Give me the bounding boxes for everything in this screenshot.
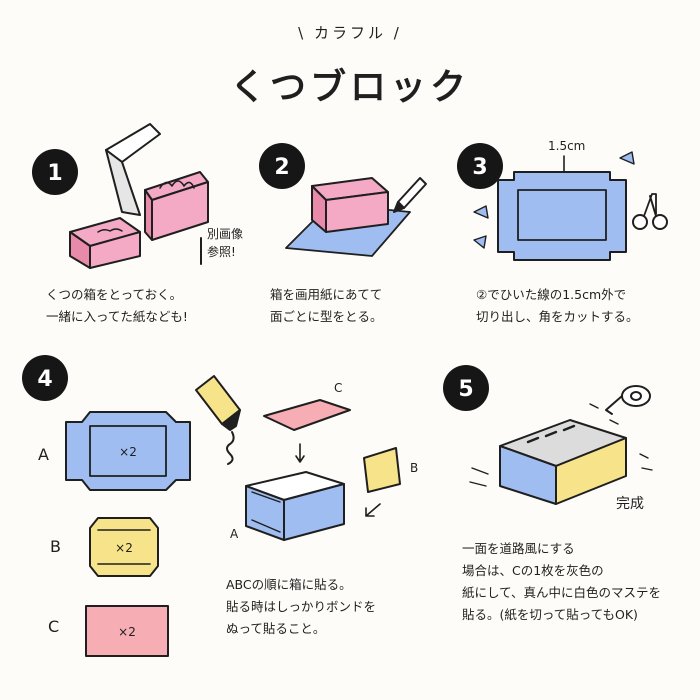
cut-template xyxy=(497,171,627,261)
svg-text:×2: ×2 xyxy=(118,625,136,639)
piece-b-floating xyxy=(363,447,401,493)
finished-block xyxy=(499,419,627,505)
pink-box xyxy=(311,177,389,233)
step-3-badge: 3 xyxy=(457,143,503,189)
step-3-caption-line-1: ②でひいた線の1.5cm外で xyxy=(476,287,627,302)
step-1-note-line-1: 別画像 xyxy=(207,227,243,241)
step-3-caption-line-2: 切り出し、角をカットする。 xyxy=(476,309,639,324)
done-label: 完成 xyxy=(616,496,644,512)
label-a: A xyxy=(38,445,49,464)
label-b: B xyxy=(50,537,61,556)
step-1-badge: 1 xyxy=(32,149,78,195)
step-4-caption: ABCの順に箱に貼る。 貼る時はしっかりボンドを ぬって貼ること。 xyxy=(226,574,376,640)
step-5-caption: 一面を道路風にする 場合は、Cの1枚を灰色の 紙にして、真ん中に白色のマステを … xyxy=(462,538,661,626)
piece-c: ×2 xyxy=(85,605,169,657)
label-c: C xyxy=(48,617,59,636)
svg-text:3: 3 xyxy=(472,155,487,180)
label-a-box: A xyxy=(230,527,239,541)
step-1-caption: くつの箱をとっておく。 一緒に入ってた紙なども! xyxy=(46,284,188,328)
masking-tape-icon xyxy=(605,385,651,415)
step-5-caption-line-3: 紙にして、真ん中に白色のマステを xyxy=(462,585,662,600)
step-2-illustration: 2 xyxy=(259,143,427,257)
step-3-illustration: 3 1.5cm xyxy=(457,139,668,261)
piece-b: ×2 xyxy=(89,517,159,577)
step-5-caption-line-2: 場合は、Cの1枚を灰色の xyxy=(462,563,604,578)
glue-bottle-icon xyxy=(195,375,241,465)
step-2-caption-line-2: 面ごとに型をとる。 xyxy=(270,309,383,324)
svg-text:×2: ×2 xyxy=(115,541,133,555)
step-4-caption-line-3: ぬって貼ること。 xyxy=(226,621,326,636)
piece-a: ×2 xyxy=(65,411,191,491)
step-1-caption-line-1: くつの箱をとっておく。 xyxy=(46,287,183,302)
svg-text:2: 2 xyxy=(274,155,289,180)
subtitle-text: カラフル xyxy=(313,24,386,42)
pencil-icon xyxy=(393,177,427,213)
scissors-icon xyxy=(632,193,668,230)
step-4-illustration: 4 A ×2 B ×2 C ×2 C xyxy=(22,355,418,657)
svg-text:5: 5 xyxy=(458,377,473,402)
step-1-note-line-2: 参照! xyxy=(207,244,236,259)
step-2-caption-line-1: 箱を画用紙にあてて xyxy=(270,287,383,302)
step-5-illustration: 5 完成 xyxy=(443,365,653,512)
step-1-caption-line-2: 一緒に入ってた紙なども! xyxy=(46,309,188,324)
step-4-badge: 4 xyxy=(22,355,68,401)
step-3-measure: 1.5cm xyxy=(548,139,585,153)
subtitle: \ カラフル / xyxy=(298,24,402,42)
step-4-caption-line-1: ABCの順に箱に貼る。 xyxy=(226,577,352,592)
step-5-caption-line-4: 貼る。(紙を切って貼ってもOK) xyxy=(462,607,638,622)
step-5-badge: 5 xyxy=(443,365,489,411)
step-5-caption-line-1: 一面を道路風にする xyxy=(462,541,575,556)
label-c-sheet: C xyxy=(334,381,342,395)
label-b-sheet: B xyxy=(410,461,418,475)
step-1-illustration: 1 別画像 参照! xyxy=(32,123,243,269)
closed-shoebox xyxy=(69,217,141,269)
step-2-caption: 箱を画用紙にあてて 面ごとに型をとる。 xyxy=(270,284,383,328)
svg-text:×2: ×2 xyxy=(119,445,137,459)
page-title: くつブロック xyxy=(229,67,470,108)
svg-text:1: 1 xyxy=(47,161,62,186)
open-shoebox xyxy=(105,123,209,241)
svg-text:4: 4 xyxy=(37,367,52,392)
assembled-box xyxy=(245,471,345,541)
step-4-caption-line-2: 貼る時はしっかりボンドを xyxy=(226,599,377,614)
step-3-caption: ②でひいた線の1.5cm外で 切り出し、角をカットする。 xyxy=(476,284,639,328)
step-2-badge: 2 xyxy=(259,143,305,189)
